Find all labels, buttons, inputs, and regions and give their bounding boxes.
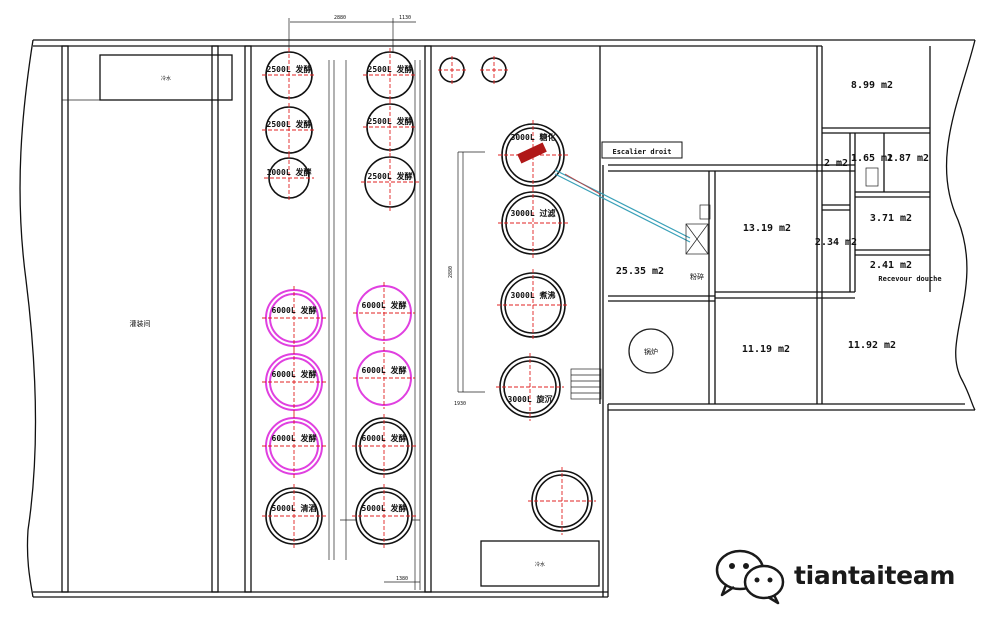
- malt-pipe-2: [554, 173, 691, 243]
- packing-hall: 冷水 灌装间: [61, 45, 233, 593]
- tank-r7[interactable]: 5000L 发酵: [352, 484, 416, 548]
- dim-vertical-mid: 2880: [448, 266, 454, 278]
- tank-r2-label: 2500L 发酵: [368, 116, 413, 126]
- dim-top-a: 2880: [334, 15, 346, 21]
- tank-boil-label: 3000L 煮沸: [511, 290, 556, 300]
- area-8-99: 8.99 m2: [851, 80, 893, 91]
- tank-l2[interactable]: 2500L 发酵: [262, 103, 316, 157]
- tank-l4[interactable]: 6000L 发酵: [262, 286, 326, 350]
- wechat-icon: [715, 549, 785, 605]
- tank-hot-water[interactable]: [528, 467, 596, 535]
- area-13-19: 13.19 m2: [743, 223, 791, 234]
- tank-l3[interactable]: 1000L 发酵: [264, 154, 314, 202]
- tank-r4[interactable]: 6000L 发酵: [353, 282, 415, 344]
- tank-l6-label: 6000L 发酵: [272, 433, 317, 443]
- area-1-65: 1.65 m2: [851, 153, 893, 164]
- tank-lauter-label: 3000L 过滤: [511, 208, 556, 218]
- tank-l1-label: 2500L 发酵: [267, 64, 312, 74]
- tank-r1-label: 2500L 发酵: [368, 64, 413, 74]
- tank-l7[interactable]: 5000L 清酒: [262, 484, 326, 548]
- tank-r6-label: 6000L 发酵: [362, 433, 407, 443]
- brewhouse: 2880 1930 冷水: [438, 46, 604, 587]
- tank-l6[interactable]: 6000L 发酵: [262, 414, 326, 478]
- boiler-label: 锅炉: [644, 347, 658, 356]
- tank-mash-label: 3000L 糖化: [511, 132, 556, 142]
- tank-whirlpool-label: 3000L 旋沉: [508, 394, 553, 404]
- tank-r1[interactable]: 2500L 发酵: [363, 48, 417, 102]
- tank-l5-label: 6000L 发酵: [272, 369, 317, 379]
- brand-name: tiantaiteam: [794, 561, 956, 590]
- tank-lauter[interactable]: 3000L 过滤: [498, 188, 568, 258]
- tank-l3-label: 1000L 发酵: [267, 167, 312, 177]
- tank-l4-label: 6000L 发酵: [272, 305, 317, 315]
- packing-room-label: 灌装间: [130, 319, 151, 328]
- area-1-87: 1.87 m2: [887, 153, 929, 164]
- crusher-label: 粉碎: [690, 272, 704, 281]
- tank-mash[interactable]: 3000L 糖化: [498, 120, 568, 190]
- area-11-19: 11.19 m2: [742, 344, 790, 355]
- tank-r6[interactable]: 6000L 发酵: [352, 414, 416, 478]
- tank-l7-label: 5000L 清酒: [272, 503, 317, 513]
- dim-top-b: 1130: [399, 15, 411, 21]
- tank-r3-label: 2500L 发酵: [368, 171, 413, 181]
- tank-r4-label: 6000L 发酵: [362, 300, 407, 310]
- tank-r2[interactable]: 2500L 发酵: [363, 100, 417, 154]
- area-2-41: 2.41 m2: [870, 260, 912, 271]
- tank-boil[interactable]: 3000L 煮沸: [497, 269, 569, 341]
- area-3-71: 3.71 m2: [870, 213, 912, 224]
- brand-watermark: tiantaiteam: [712, 546, 972, 606]
- tank-r7-label: 5000L 发酵: [362, 503, 407, 513]
- right-rooms: [608, 46, 931, 404]
- tank-r5-label: 6000L 发酵: [362, 365, 407, 375]
- tank-l5[interactable]: 6000L 发酵: [262, 350, 326, 414]
- tank-r3[interactable]: 2500L 发酵: [361, 153, 419, 211]
- stair-label: Escalier droit: [612, 148, 671, 156]
- tank-whirlpool[interactable]: 3000L 旋沉: [496, 353, 564, 421]
- cold-room-label-bottom: 冷水: [535, 561, 545, 568]
- tank-r5[interactable]: 6000L 发酵: [353, 347, 415, 409]
- shower-label: Recevour douche: [878, 275, 941, 283]
- building-walls: [19, 39, 976, 598]
- cold-room-label-top: 冷水: [161, 75, 171, 82]
- area-11-92: 11.92 m2: [848, 340, 896, 351]
- fermentation-cellar: 2880 1130 1380: [244, 15, 432, 593]
- tank-l1[interactable]: 2500L 发酵: [262, 48, 316, 102]
- dim-bottom: 1380: [396, 576, 408, 582]
- tank-l2-label: 2500L 发酵: [267, 119, 312, 129]
- dim-vertical-low: 1930: [454, 401, 466, 407]
- area-2-34: 2.34 m2: [815, 237, 857, 248]
- area-2: 2 m2: [824, 158, 848, 169]
- area-25-35: 25.35 m2: [616, 266, 664, 277]
- stair-label-box: Escalier droit: [601, 141, 683, 159]
